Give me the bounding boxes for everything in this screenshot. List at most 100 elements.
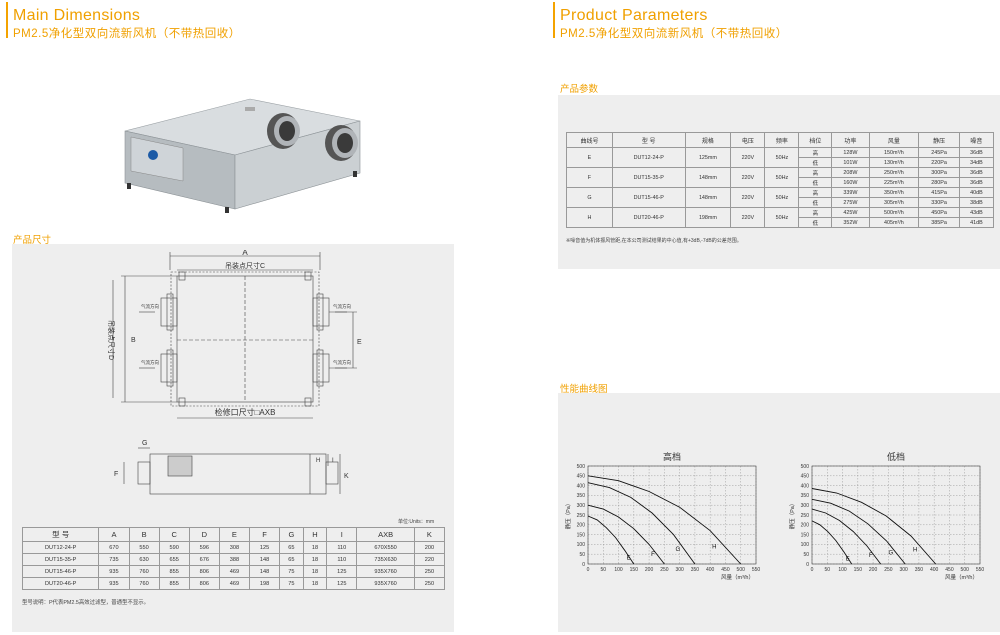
- param-cell: 101W: [831, 157, 870, 168]
- param-cell: 350m³/h: [868, 187, 920, 198]
- param-col-header: 电压: [730, 132, 766, 148]
- noise-note: ※噪音值为机体振风管距,在本公司测试结果的中心值,有+3dB,-7dB的公差范围…: [566, 238, 742, 244]
- airflow-label: 气流方向: [333, 303, 351, 310]
- plot-frame: [587, 465, 757, 565]
- dim-cell: 655: [158, 553, 190, 566]
- param-col-header: 风量: [868, 132, 920, 148]
- param-cell: 150m³/h: [868, 147, 920, 158]
- param-cell: 低: [798, 217, 833, 228]
- dim-col-header: H: [302, 527, 328, 542]
- x-tick-label: 400: [706, 567, 715, 573]
- dim-cell: 806: [188, 565, 220, 578]
- param-col-header: 档位: [798, 132, 833, 148]
- brand-logo-icon: [148, 150, 158, 160]
- param-cell: 高: [798, 147, 833, 158]
- left-accent-bar: [6, 2, 8, 38]
- side-view-drawing: G F H I K: [114, 440, 349, 495]
- right-title-cn: PM2.5净化型双向流新风机（不带热回收）: [560, 28, 788, 40]
- series-label: E: [846, 556, 850, 562]
- dim-e-label: E: [357, 339, 362, 346]
- param-col-header: 规格: [684, 132, 732, 148]
- x-tick-label: 450: [945, 567, 954, 573]
- model-note: 型号说明：P代表PM2.5高效过滤型，普通型不显示。: [22, 600, 149, 606]
- dim-cell: 469: [218, 577, 250, 590]
- dim-col-header: AXB: [356, 527, 415, 542]
- dim-col-header: I: [326, 527, 358, 542]
- param-cell-size: 148mm: [684, 167, 732, 188]
- series-line-F: [811, 508, 882, 565]
- dim-a-label: A: [242, 250, 248, 257]
- dim-cell: 935X760: [356, 565, 415, 578]
- product-illustration: [124, 98, 361, 213]
- x-tick-label: 450: [721, 567, 730, 573]
- left-title-en: Main Dimensions: [13, 7, 141, 24]
- right-title-en: Product Parameters: [560, 7, 708, 24]
- dim-f-label: F: [114, 471, 118, 478]
- series-line-G: [587, 482, 696, 565]
- param-col-header: 频率: [764, 132, 800, 148]
- dim-col-header: A: [98, 527, 130, 542]
- param-cell: 280Pa: [918, 177, 960, 188]
- chart-title: 低档: [887, 451, 905, 462]
- dim-cell: 65: [279, 553, 304, 566]
- dim-cell: 670: [98, 541, 130, 554]
- series-label: G: [676, 547, 681, 553]
- param-cell-size: 125mm: [684, 147, 732, 168]
- x-tick-label: 100: [614, 567, 623, 573]
- param-cell: 500m³/h: [868, 207, 920, 218]
- y-tick-label: 450: [801, 474, 810, 480]
- x-tick-label: 300: [675, 567, 684, 573]
- param-cell: 208W: [831, 167, 870, 178]
- y-tick-label: 200: [577, 523, 586, 529]
- param-cell-size: 148mm: [684, 187, 732, 208]
- dim-cell: 18: [302, 565, 328, 578]
- right-accent-bar: [553, 2, 555, 38]
- x-axis-label: 风量（m³/h）: [721, 574, 754, 581]
- x-tick-label: 50: [824, 567, 830, 573]
- unit-note: 单位:Units：mm: [398, 519, 435, 525]
- param-cell-freq: 50Hz: [764, 207, 800, 228]
- chart-title: 高档: [663, 451, 681, 462]
- series-label: F: [869, 553, 873, 559]
- y-tick-label: 100: [801, 542, 810, 548]
- dim-cell: 250: [413, 565, 446, 578]
- x-tick-label: 300: [899, 567, 908, 573]
- param-cell-freq: 50Hz: [764, 167, 800, 188]
- series-label: F: [651, 552, 655, 558]
- param-cell: 415Pa: [918, 187, 960, 198]
- dim-h-label: H: [316, 458, 320, 464]
- x-tick-label: 0: [587, 567, 590, 573]
- param-cell: 36dB: [958, 177, 995, 188]
- param-cell: 128W: [831, 147, 870, 158]
- param-cell-curve: H: [566, 207, 613, 228]
- y-tick-label: 500: [801, 464, 810, 470]
- dim-cell: DUT15-46-P: [21, 565, 100, 578]
- dim-cell: 469: [218, 565, 250, 578]
- y-tick-label: 50: [803, 552, 809, 558]
- y-tick-label: 250: [801, 513, 810, 519]
- param-cell: 305m³/h: [868, 197, 920, 208]
- dim-cell: 760: [128, 577, 160, 590]
- airflow-label: 气流方向: [333, 359, 351, 366]
- param-cell: 34dB: [958, 157, 995, 168]
- series-label: H: [913, 548, 917, 554]
- param-col-header: 曲线号: [566, 132, 613, 148]
- y-tick-label: 350: [801, 493, 810, 499]
- param-col-header: 功率: [831, 132, 870, 148]
- dim-col-header: K: [413, 527, 446, 542]
- airflow-label: 气流方向: [141, 359, 159, 366]
- param-cell-curve: G: [566, 187, 613, 208]
- y-tick-label: 300: [577, 503, 586, 509]
- param-cell-model: DUT15-46-P: [611, 187, 686, 208]
- param-cell-voltage: 220V: [730, 167, 766, 188]
- y-tick-label: 0: [582, 562, 585, 568]
- x-tick-label: 150: [854, 567, 863, 573]
- y-tick-label: 50: [579, 552, 585, 558]
